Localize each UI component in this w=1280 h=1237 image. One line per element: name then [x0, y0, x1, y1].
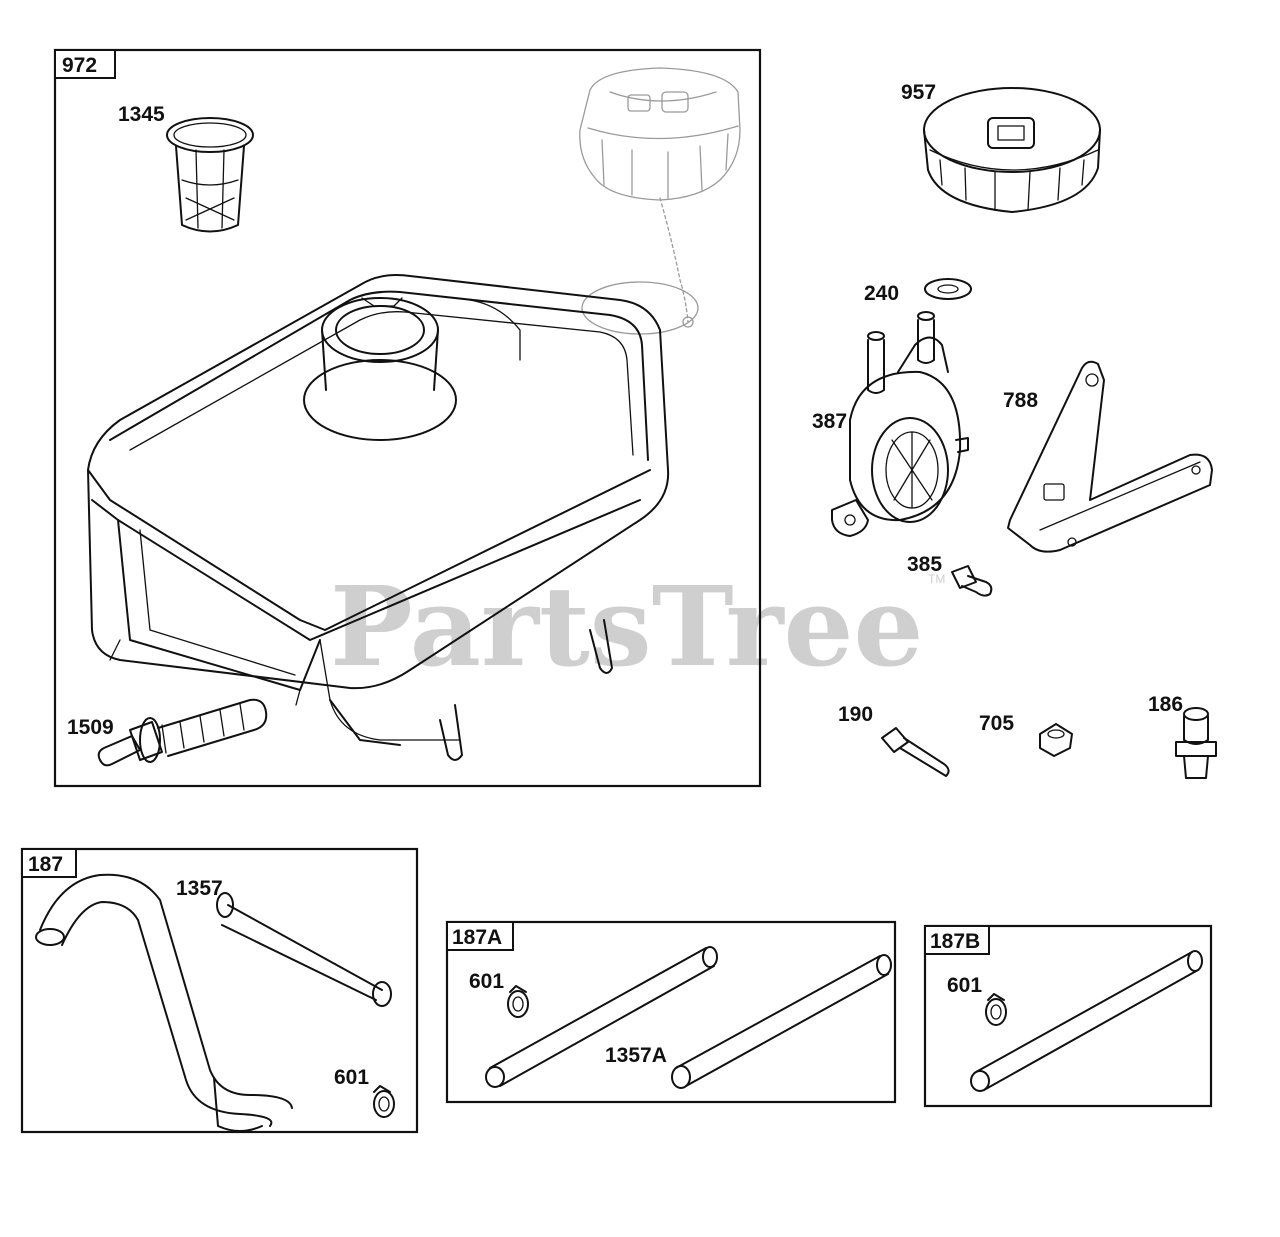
callout-1509: 1509: [67, 716, 114, 739]
fuel-fitting-part[interactable]: [97, 698, 268, 767]
watermark-trademark: TM: [928, 572, 945, 586]
bolt-385-part[interactable]: [951, 565, 993, 597]
group-187-frame: [20, 847, 419, 1134]
group-187a-frame: [445, 920, 897, 1104]
group-187b-frame: [923, 924, 1213, 1108]
group-187: 187 1357 601: [20, 847, 419, 1134]
callout-385: 385: [907, 553, 942, 576]
callout-705: 705: [979, 712, 1014, 735]
group-187-tag-box: [21, 848, 77, 878]
group-187b-tag-box: [924, 925, 990, 955]
group-972-tag-box: [54, 49, 116, 79]
group-972-frame: [53, 48, 762, 788]
group-972-tag: 972: [62, 54, 97, 77]
group-187b-tag: 187B: [930, 930, 980, 953]
hose-1357a-part[interactable]: [671, 954, 892, 1089]
group-187a-tag-box: [446, 921, 514, 951]
callout-190: 190: [838, 703, 873, 726]
bent-hose-part[interactable]: [35, 873, 293, 1132]
callout-601-group-187: 601: [334, 1066, 369, 1089]
bracket-part[interactable]: [1007, 360, 1213, 553]
group-187b: 187B 601: [923, 924, 1213, 1108]
callout-186: 186: [1148, 693, 1183, 716]
callout-387: 387: [812, 410, 847, 433]
hose-1357-part[interactable]: [216, 892, 392, 1007]
filter-basket-part[interactable]: [166, 117, 254, 233]
clamp-601-187b-part[interactable]: [985, 993, 1007, 1026]
fitting-186-part[interactable]: [1175, 707, 1217, 779]
callout-601-group-187b: 601: [947, 974, 982, 997]
clamp-601-187a-part[interactable]: [507, 985, 529, 1018]
group-187a: 187A 1357A 601: [445, 920, 897, 1104]
fuel-pump-part[interactable]: [831, 311, 969, 537]
callout-601-group-187a: 601: [469, 970, 504, 993]
clamp-601-part[interactable]: [373, 1085, 395, 1118]
ghost-fuel-cap-with-chain: [579, 67, 741, 335]
fuel-cap-part[interactable]: [923, 87, 1101, 213]
group-187a-tag: 187A: [452, 926, 502, 949]
callout-1357: 1357: [176, 877, 223, 900]
group-187-tag: 187: [28, 853, 63, 876]
fuel-tank-part[interactable]: [87, 274, 670, 761]
callout-1345: 1345: [118, 103, 165, 126]
watermark-text: PartsTree: [330, 562, 924, 691]
hose-187b-part[interactable]: [970, 950, 1203, 1092]
callout-240: 240: [864, 282, 899, 305]
hose-187a-left-part[interactable]: [485, 946, 718, 1088]
callout-1357a: 1357A: [605, 1044, 667, 1067]
group-972: 972 1345: [53, 48, 762, 788]
washer-part[interactable]: [924, 278, 972, 300]
bolt-190-part[interactable]: [881, 727, 950, 777]
callout-788: 788: [1003, 389, 1038, 412]
nut-part[interactable]: [1039, 723, 1073, 757]
callout-957: 957: [901, 81, 936, 104]
